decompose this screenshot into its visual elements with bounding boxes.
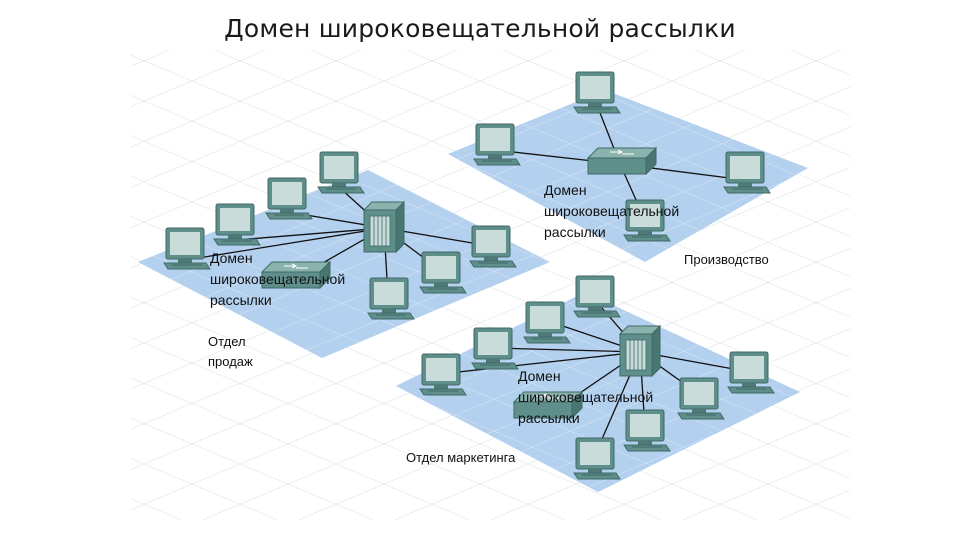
pc-icon: [573, 71, 621, 114]
pc-icon: [469, 225, 517, 268]
pc-icon: [723, 151, 771, 194]
dept-label-production: Производство: [684, 252, 769, 267]
domain-label-sales: Домен широковещательной рассылки: [210, 250, 346, 308]
domain-label-production: Домен широковещательной рассылки: [544, 182, 680, 240]
pc-icon: [265, 177, 313, 220]
dept-label-sales: Отдел продаж: [208, 334, 253, 369]
pc-icon: [677, 377, 725, 420]
pc-icon: [573, 275, 621, 318]
dept-label-marketing: Отдел маркетинга: [406, 450, 516, 465]
domain-label-marketing: Домен широковещательной рассылки: [518, 368, 654, 426]
switch-icon: [587, 147, 657, 175]
slide-title: Домен широковещательной рассылки: [224, 14, 736, 43]
router-icon: [363, 201, 405, 253]
pc-icon: [367, 277, 415, 320]
pc-icon: [317, 151, 365, 194]
pc-icon: [213, 203, 261, 246]
pc-icon: [471, 327, 519, 370]
pc-icon: [573, 437, 621, 480]
pc-icon: [523, 301, 571, 344]
pc-icon: [419, 251, 467, 294]
pc-icon: [163, 227, 211, 270]
pc-icon: [419, 353, 467, 396]
pc-icon: [473, 123, 521, 166]
pc-icon: [727, 351, 775, 394]
